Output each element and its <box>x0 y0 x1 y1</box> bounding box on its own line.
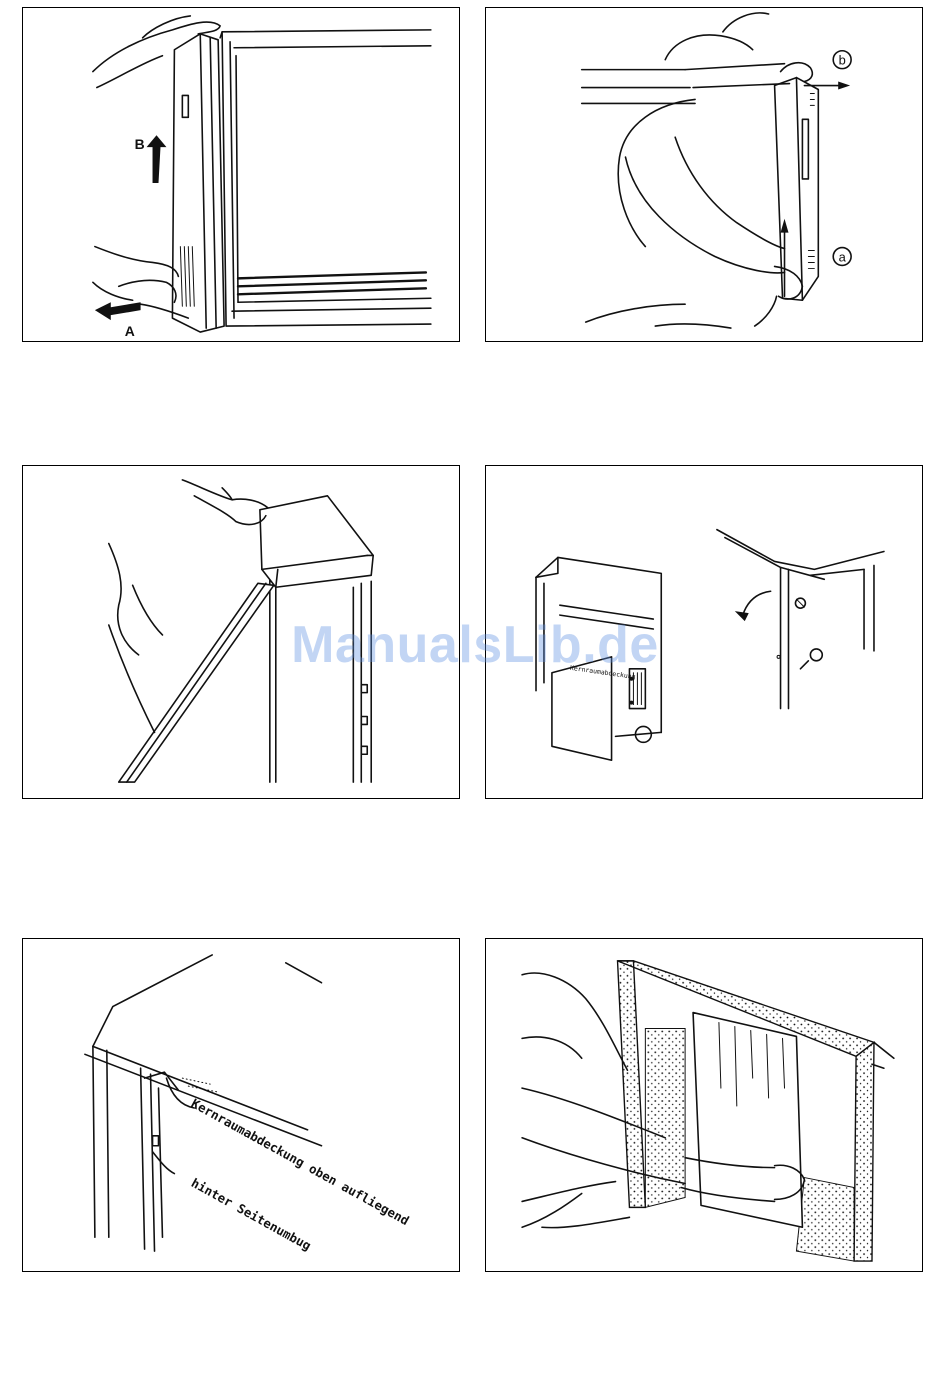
insulation-insertion-drawing <box>486 939 922 1271</box>
side-panel-lift-drawing: b a <box>486 8 922 341</box>
arrow-a-label: A <box>125 323 135 339</box>
front-panel-removal-drawing: B A <box>23 8 459 341</box>
arrow-b-label: B <box>135 136 145 152</box>
core-cover-position-detail: Kernraumabdeckung oben aufliegend hinter… <box>23 939 459 1271</box>
core-cover-screws-drawing: Kernraumabdeckung <box>486 466 922 798</box>
marker-a-label: a <box>839 249 847 264</box>
illustration-panel-4: Kernraumabdeckung <box>485 465 923 799</box>
illustration-panel-3 <box>22 465 460 799</box>
insulation-sheet <box>693 1013 802 1228</box>
marker-b-label: b <box>839 53 846 68</box>
illustration-panel-1: B A <box>22 7 460 342</box>
callout-behind-side-bend: hinter Seitenumbug <box>189 1175 314 1253</box>
top-cover-tilt-drawing <box>23 466 459 798</box>
illustration-panel-5: Kernraumabdeckung oben aufliegend hinter… <box>22 938 460 1272</box>
illustration-panel-6 <box>485 938 923 1272</box>
callout-core-cover-top: Kernraumabdeckung oben aufliegend <box>189 1095 412 1228</box>
illustration-panel-2: b a <box>485 7 923 342</box>
